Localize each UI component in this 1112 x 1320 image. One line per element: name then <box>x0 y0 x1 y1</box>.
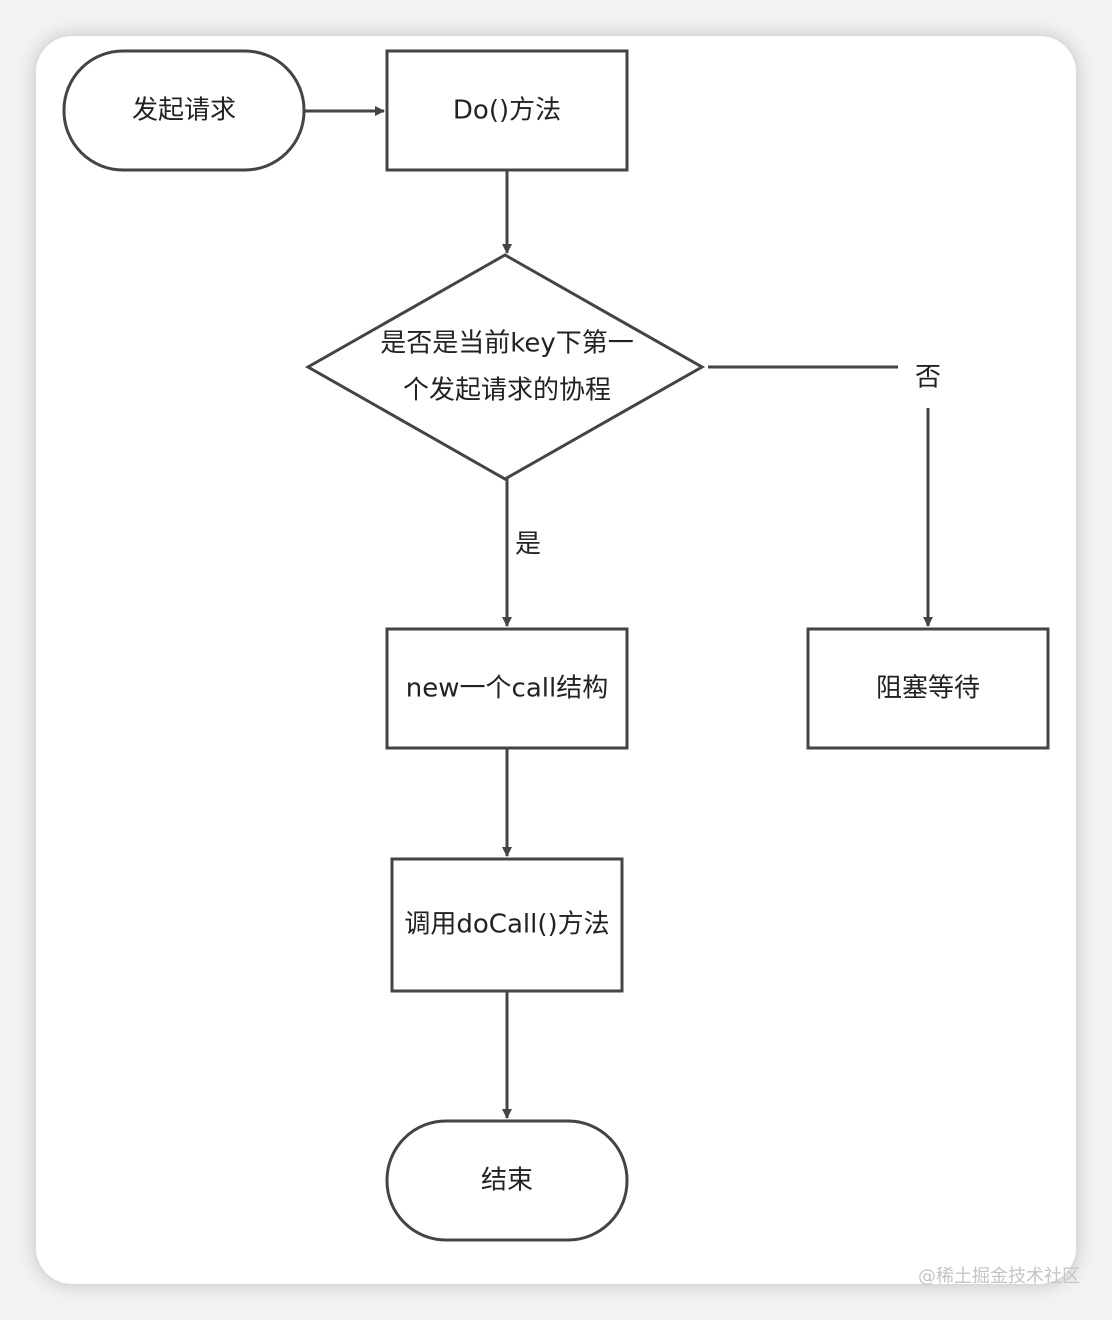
block-wait-node <box>806 627 1050 750</box>
new-call-node-label: new一个call结构 <box>406 674 608 704</box>
end-node-label: 结束 <box>481 1166 533 1196</box>
watermark: @稀土掘金技术社区 <box>918 1266 1080 1287</box>
start-node-label: 发起请求 <box>132 96 236 126</box>
decision-node-label-line2: 个发起请求的协程 <box>403 376 611 406</box>
edge-no-label: 否 <box>915 363 941 393</box>
decision-node-label-line1: 是否是当前key下第一 <box>380 329 634 359</box>
decision-node <box>304 253 706 481</box>
block-wait-node-label: 阻塞等待 <box>876 674 980 704</box>
do-call-node-label: 调用doCall()方法 <box>404 910 609 940</box>
do-call-node <box>390 857 624 993</box>
new-call-node <box>385 627 629 750</box>
do-method-node-label: Do()方法 <box>453 96 561 126</box>
edge-yes-label: 是 <box>515 530 541 560</box>
end-node <box>385 1119 629 1242</box>
